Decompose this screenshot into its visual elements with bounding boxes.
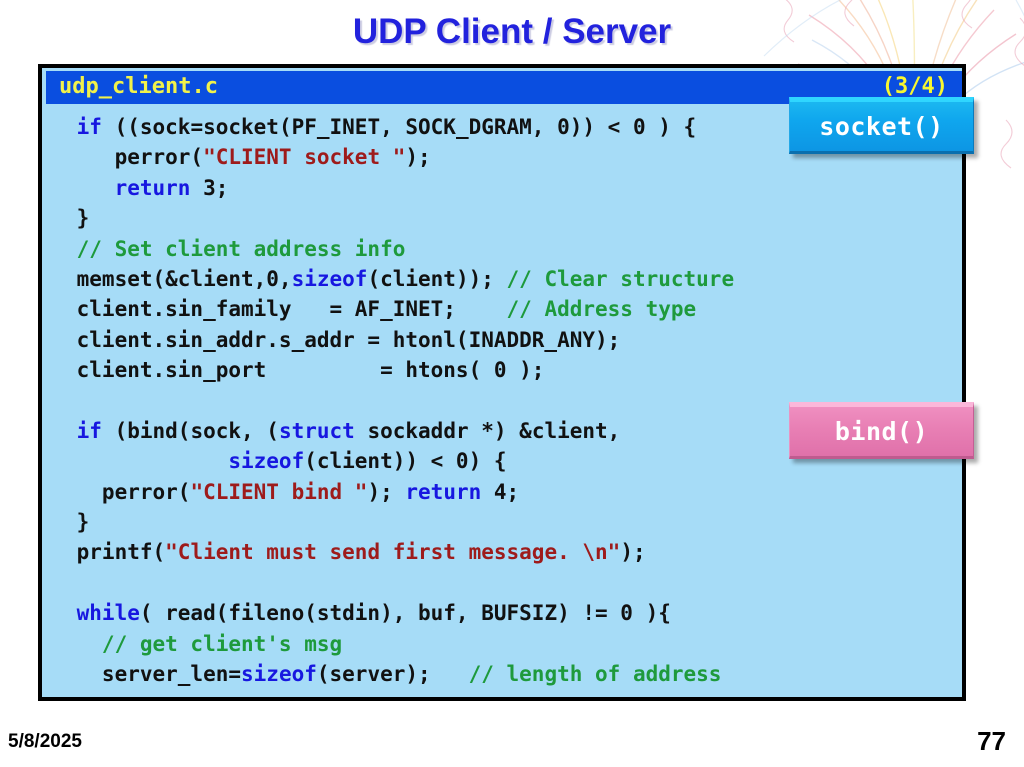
code-line: if (bind(sock, (struct sockaddr *) &clie…	[64, 416, 958, 446]
code-token-kw: return	[405, 479, 482, 504]
code-token-pln: perror(	[64, 145, 204, 170]
code-token-kw: return	[64, 175, 191, 200]
footer-page-number: 77	[977, 726, 1006, 756]
code-line: }	[64, 203, 958, 233]
code-line: client.sin_addr.s_addr = htonl(INADDR_AN…	[64, 325, 958, 355]
code-token-kw: sizeof	[241, 662, 317, 687]
code-token-pln: memset(&client,0,	[64, 266, 292, 291]
code-line: }	[64, 507, 958, 537]
code-line: client.sin_family = AF_INET; // Address …	[64, 294, 958, 324]
code-token-pln: }	[64, 206, 90, 231]
code-token-pln: (server);	[316, 662, 469, 687]
code-line: perror("CLIENT bind "); return 4;	[64, 477, 958, 507]
code-token-kw: if	[64, 115, 102, 139]
code-token-cmt: // length of address	[468, 662, 722, 687]
code-line: while( read(fileno(stdin), buf, BUFSIZ) …	[64, 598, 958, 628]
code-line: printf("Client must send first message. …	[64, 537, 958, 567]
callout-socket: socket()	[789, 97, 974, 154]
code-token-pln: );	[405, 145, 431, 170]
code-token-cmt: // Set client address info	[64, 236, 406, 261]
code-token-str: "CLIENT socket "	[203, 145, 406, 170]
code-token-pln: perror(	[64, 479, 191, 504]
callout-bind-label: bind()	[834, 417, 929, 446]
code-token-kw: struct	[278, 418, 355, 443]
code-line: // Set client address info	[64, 234, 958, 264]
code-token-pln: 4;	[481, 479, 520, 504]
code-token-str: "Client must send first message. \n"	[165, 540, 621, 565]
code-token-pln: client.sin_addr.s_addr = htonl(INADDR_AN…	[64, 327, 621, 352]
code-token-kw: sizeof	[291, 266, 368, 291]
code-token-pln: server_len=	[64, 662, 242, 687]
code-token-pln: );	[620, 540, 646, 565]
code-token-pln: ( read(fileno(stdin), buf, BUFSIZ) != 0 …	[139, 601, 671, 626]
code-line: perror("CLIENT socket ");	[64, 142, 958, 172]
code-token-pln: }	[64, 510, 90, 535]
code-line: sizeof(client)) < 0) {	[64, 446, 958, 476]
code-token-pln: (client));	[367, 266, 507, 291]
code-token-pln: sockaddr *) &client,	[354, 418, 621, 443]
code-token-pln: );	[367, 479, 406, 504]
code-line	[64, 568, 958, 598]
code-token-cmt: // Address type	[506, 297, 697, 322]
code-page-indicator: (3/4)	[881, 74, 948, 99]
code-token-cmt: // get client's msg	[64, 631, 343, 656]
code-token-pln: 3;	[190, 175, 229, 200]
code-line: client.sin_port = htons( 0 );	[64, 355, 958, 385]
code-line: server_len=sizeof(server); // length of …	[64, 659, 958, 689]
code-token-kw: if	[64, 418, 102, 443]
code-token-pln: (bind(sock, (	[101, 418, 279, 443]
callout-socket-label: socket()	[819, 112, 944, 141]
code-token-kw: while	[64, 601, 140, 626]
page-title: UDP Client / Server	[352, 12, 672, 51]
code-line: if ((sock=socket(PF_INET, SOCK_DGRAM, 0)…	[64, 112, 958, 142]
code-token-pln: ((sock=socket(PF_INET, SOCK_DGRAM, 0)) <…	[101, 115, 697, 139]
code-line: // get client's msg	[64, 629, 958, 659]
code-token-str: "CLIENT bind "	[190, 479, 368, 504]
callout-bind: bind()	[789, 402, 974, 459]
code-line: return 3;	[64, 173, 958, 203]
code-filename: udp_client.c	[59, 74, 218, 99]
code-panel: udp_client.c (3/4) if ((sock=socket(PF_I…	[38, 64, 966, 701]
code-token-pln: printf(	[64, 540, 166, 565]
code-token-cmt: // Clear structure	[506, 266, 735, 291]
code-token-pln: client.sin_family = AF_INET;	[64, 297, 507, 322]
code-line: memset(&client,0,sizeof(client)); // Cle…	[64, 264, 958, 294]
code-listing: if ((sock=socket(PF_INET, SOCK_DGRAM, 0)…	[46, 106, 958, 693]
code-token-kw: sizeof	[64, 449, 305, 474]
footer-date: 5/8/2025	[8, 731, 82, 752]
code-token-pln: client.sin_port = htons( 0 );	[64, 358, 545, 383]
code-token-pln: (client)) < 0) {	[304, 449, 507, 474]
